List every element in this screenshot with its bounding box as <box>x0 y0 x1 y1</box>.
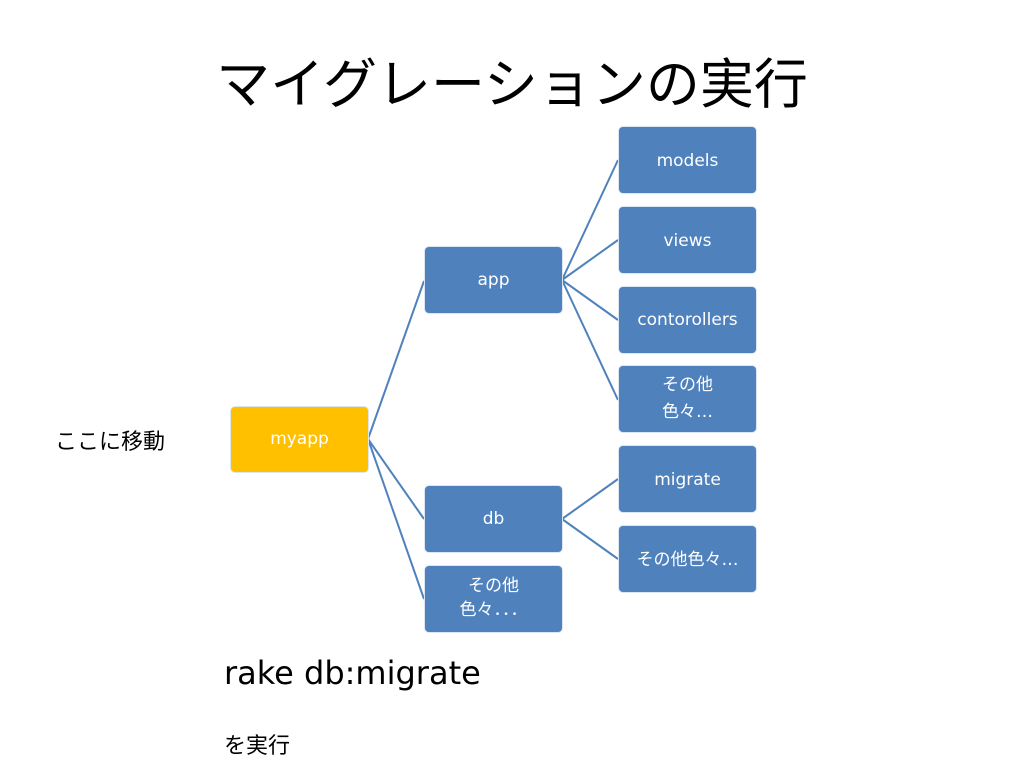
node-models-label: models <box>656 151 719 171</box>
connector-myapp-other <box>367 438 425 600</box>
connector-app-models <box>561 159 619 281</box>
connector-db-migrate <box>561 478 619 520</box>
slide-title: マイグレーションの実行 <box>216 53 808 116</box>
node-myapp: myapp <box>231 407 368 472</box>
connector-app-views <box>561 239 619 281</box>
node-controllers-label: contorollers <box>637 309 738 330</box>
node-other-db: その他色々… <box>619 526 756 592</box>
node-views: views <box>619 207 756 273</box>
node-other-root-line1: その他 <box>468 576 519 597</box>
node-other-root: その他 色々．．． <box>425 566 562 632</box>
connector-app-controllers <box>561 279 619 321</box>
node-other-app-line2: 色々… <box>662 402 713 422</box>
node-other-app: その他 色々… <box>619 366 756 432</box>
connector-app-other <box>561 279 619 401</box>
node-other-db-label: その他色々… <box>636 550 739 570</box>
node-views-label: views <box>663 231 712 251</box>
connector-myapp-db <box>367 438 425 520</box>
node-other-root-line2: 色々．．． <box>459 600 528 620</box>
node-db: db <box>425 486 562 552</box>
connector-db-other <box>561 518 619 560</box>
node-migrate-label: migrate <box>654 470 721 490</box>
node-other-app-line1: その他 <box>662 374 713 395</box>
command-text: rake db:migrate <box>224 654 481 692</box>
node-app-label: app <box>477 269 510 290</box>
node-myapp-label: myapp <box>270 429 329 450</box>
node-db-label: db <box>482 508 505 529</box>
node-app: app <box>425 247 562 313</box>
connector-myapp-app <box>367 280 425 440</box>
command-suffix-text: を実行 <box>224 734 291 759</box>
node-models: models <box>619 127 756 193</box>
node-controllers: contorollers <box>619 287 756 353</box>
move-here-note: ここに移動 <box>55 430 166 455</box>
node-migrate: migrate <box>619 446 756 512</box>
